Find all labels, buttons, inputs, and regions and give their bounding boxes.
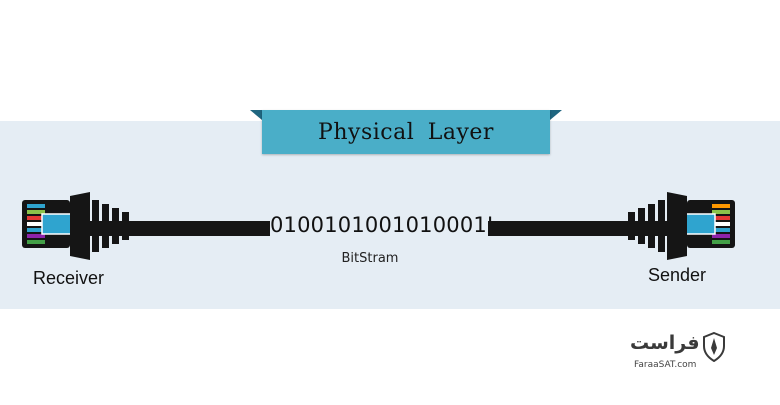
sender-connector-icon <box>612 192 735 260</box>
cable-left <box>140 221 270 236</box>
shield-pen-icon <box>703 332 725 362</box>
cable-right <box>488 221 623 236</box>
receiver-label: Receiver <box>33 268 105 288</box>
title-banner: Physical Layer <box>262 110 550 154</box>
bitstream: 0100101001010001I <box>270 213 494 237</box>
logo-text: فراست <box>630 332 700 354</box>
logo-domain: FaraaSAT.com <box>634 360 697 370</box>
receiver-connector-icon <box>22 192 145 260</box>
brand-logo: فراست FaraaSAT.com <box>624 330 734 375</box>
banner-fold-left <box>250 110 262 120</box>
sender-label: Sender <box>648 265 707 285</box>
page-title: Physical Layer <box>318 119 494 145</box>
bitstream-label: BitStram <box>341 251 399 266</box>
banner-fold-right <box>550 110 562 120</box>
